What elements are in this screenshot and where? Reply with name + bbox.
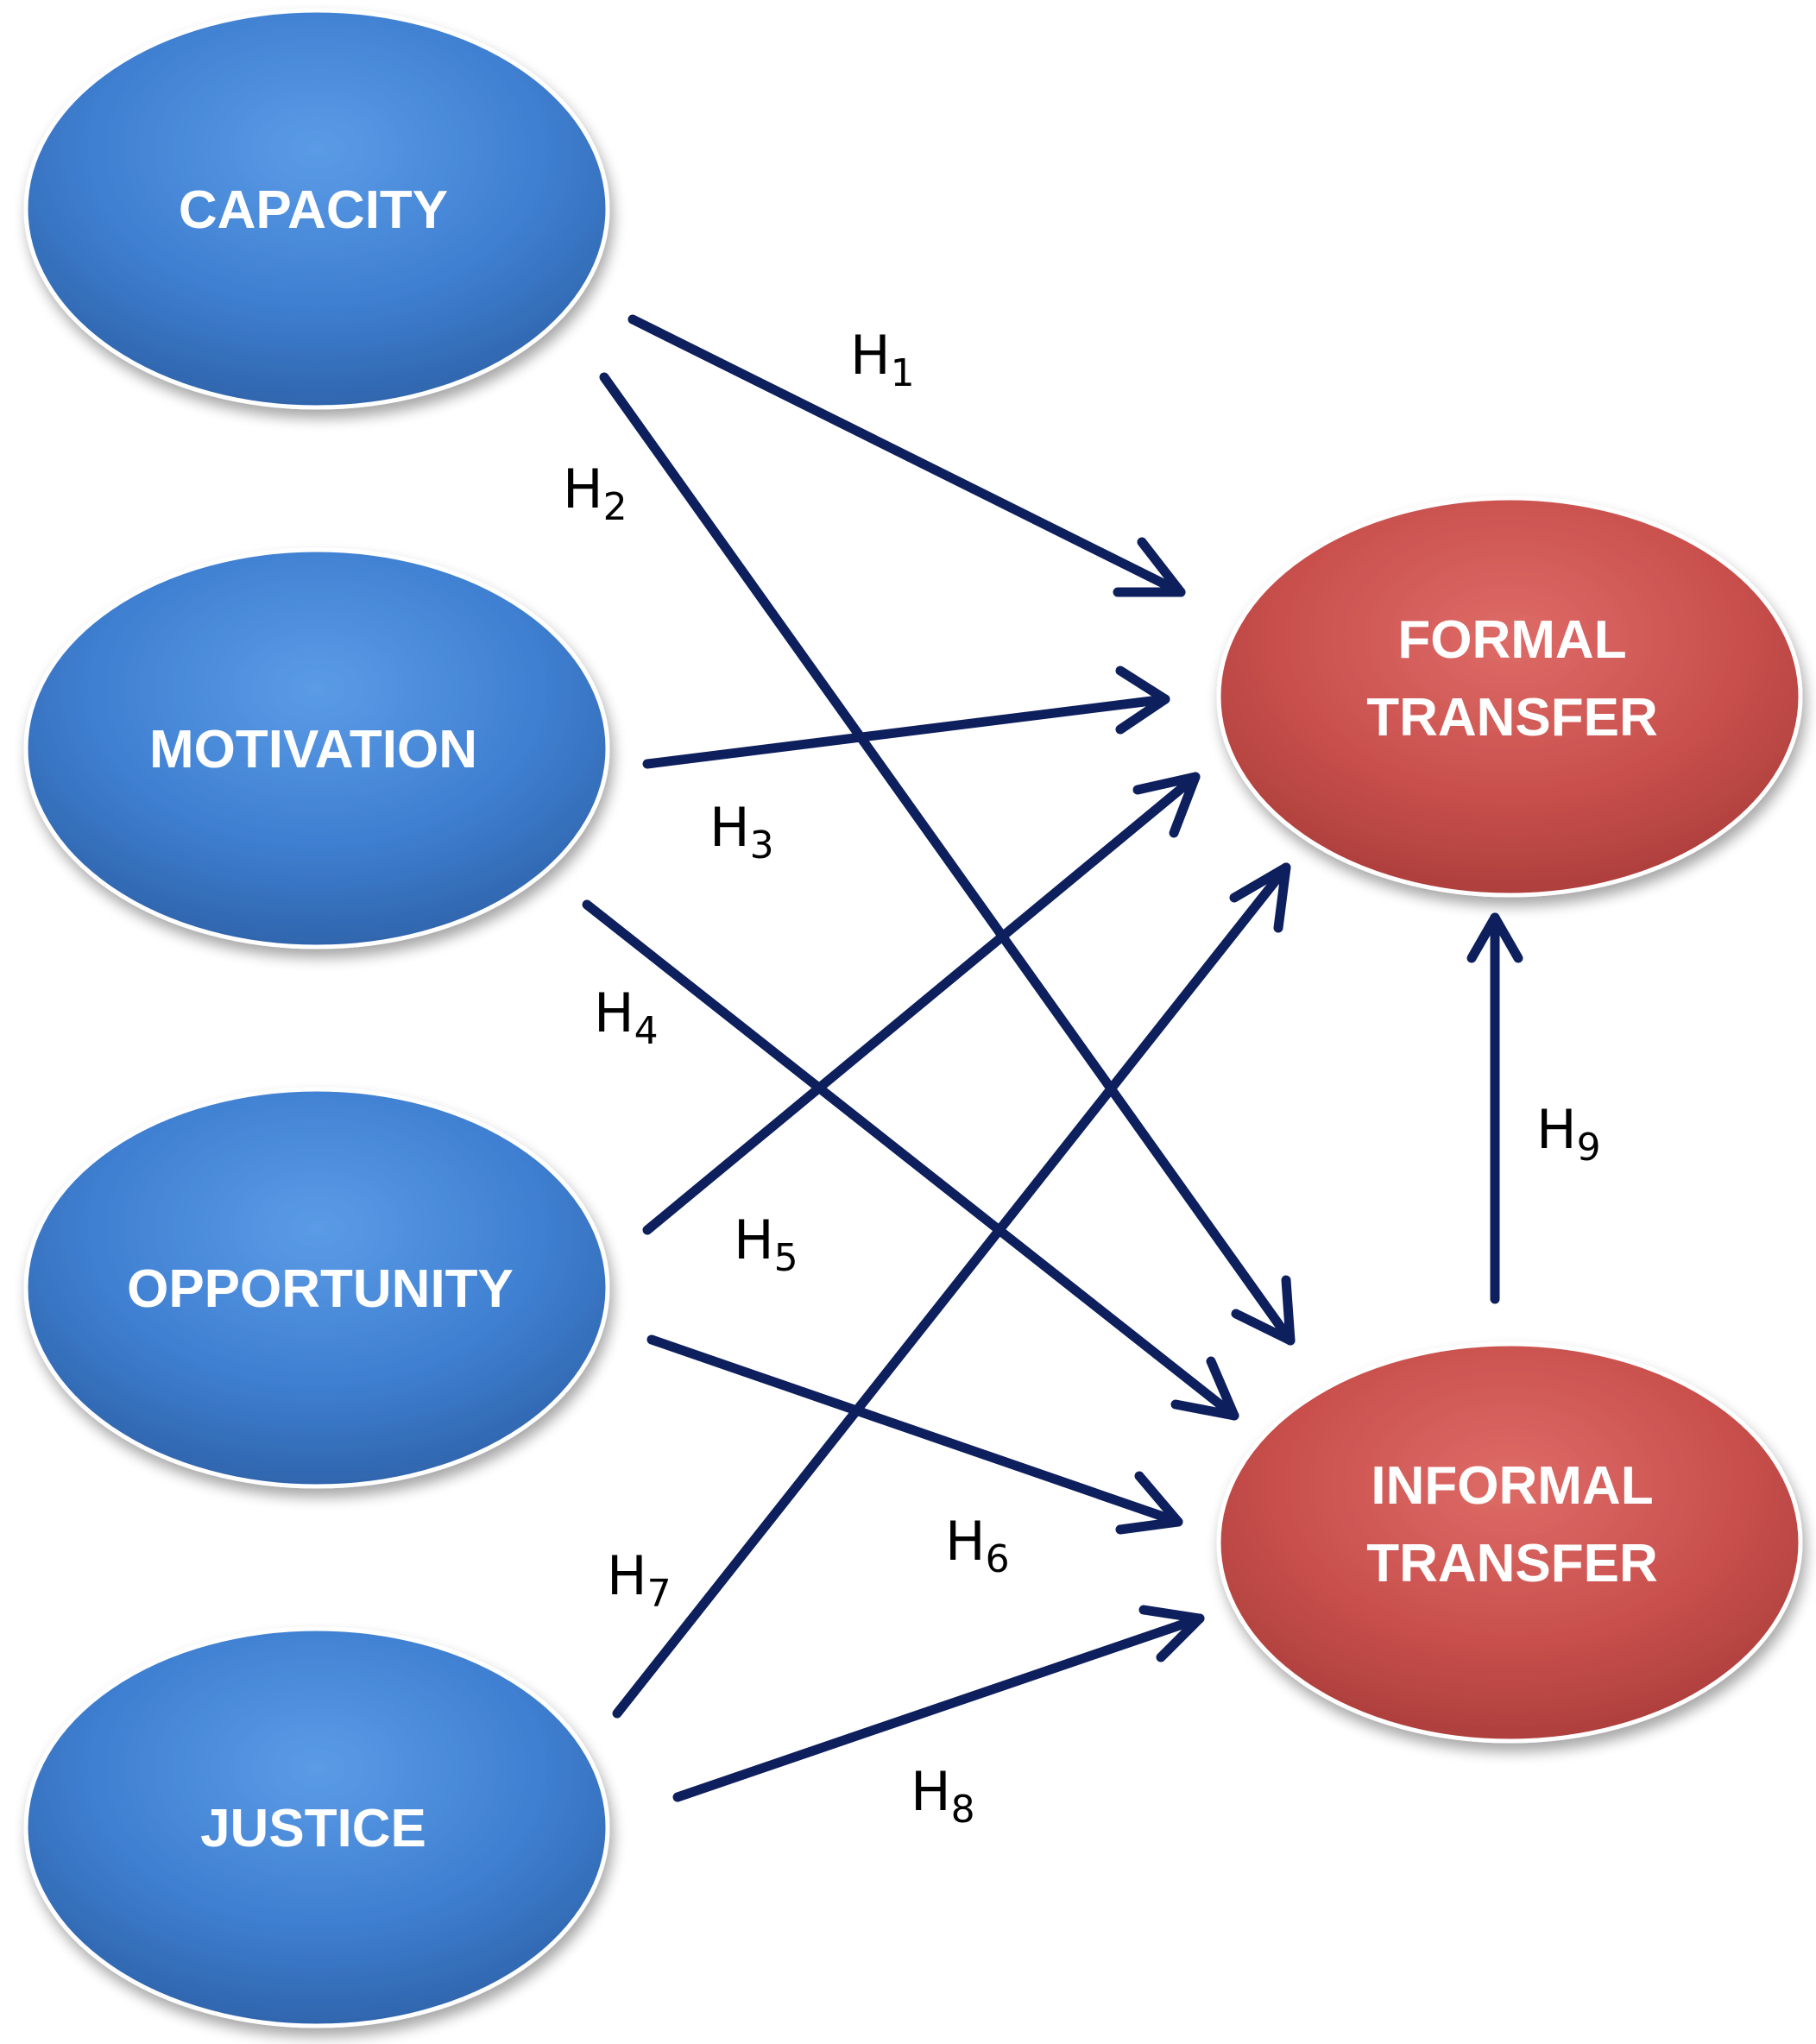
node-formal-transfer-label-line2: TRANSFER xyxy=(1366,688,1658,748)
node-capacity-label: CAPACITY xyxy=(179,180,448,240)
node-motivation: MOTIVATION xyxy=(23,547,610,949)
label-h8: H8 xyxy=(911,1760,975,1832)
node-formal-transfer: FORMAL TRANSFER xyxy=(1216,495,1803,898)
node-motivation-label: MOTIVATION xyxy=(149,720,477,779)
label-h1: H1 xyxy=(850,324,915,395)
node-formal-transfer-label-line1: FORMAL xyxy=(1397,610,1626,670)
node-capacity: CAPACITY xyxy=(23,8,610,410)
node-justice: JUSTICE xyxy=(23,1626,610,2028)
label-h3: H3 xyxy=(709,796,774,867)
arrow-h8 xyxy=(672,1605,1205,1802)
arrow-h1 xyxy=(627,314,1186,597)
node-justice-label: JUSTICE xyxy=(200,1799,426,1858)
label-h9: H9 xyxy=(1536,1098,1601,1170)
arrow-h6 xyxy=(646,1334,1183,1535)
node-informal-transfer: INFORMAL TRANSFER xyxy=(1216,1341,1803,1744)
arrow-h3 xyxy=(642,666,1170,769)
node-informal-transfer-label-line2: TRANSFER xyxy=(1366,1534,1658,1593)
arrow-h7 xyxy=(612,862,1291,1719)
hypothesis-labels: H1 H2 H3 H4 H5 H6 H7 H8 H9 xyxy=(563,324,1601,1832)
arrow-h5 xyxy=(642,772,1201,1235)
arrow-h2 xyxy=(599,372,1296,1346)
node-opportunity: OPPORTUNITY xyxy=(23,1087,610,1489)
arrow-h4 xyxy=(582,899,1239,1421)
arrow-h9 xyxy=(1466,912,1523,1304)
node-informal-transfer-label-line1: INFORMAL xyxy=(1371,1456,1653,1516)
label-h4: H4 xyxy=(594,981,659,1053)
label-h5: H5 xyxy=(734,1208,798,1280)
label-h7: H7 xyxy=(607,1544,672,1616)
label-h2: H2 xyxy=(563,457,627,529)
arrows xyxy=(582,314,1523,1802)
label-h6: H6 xyxy=(945,1510,1010,1581)
node-opportunity-label: OPPORTUNITY xyxy=(127,1259,514,1319)
